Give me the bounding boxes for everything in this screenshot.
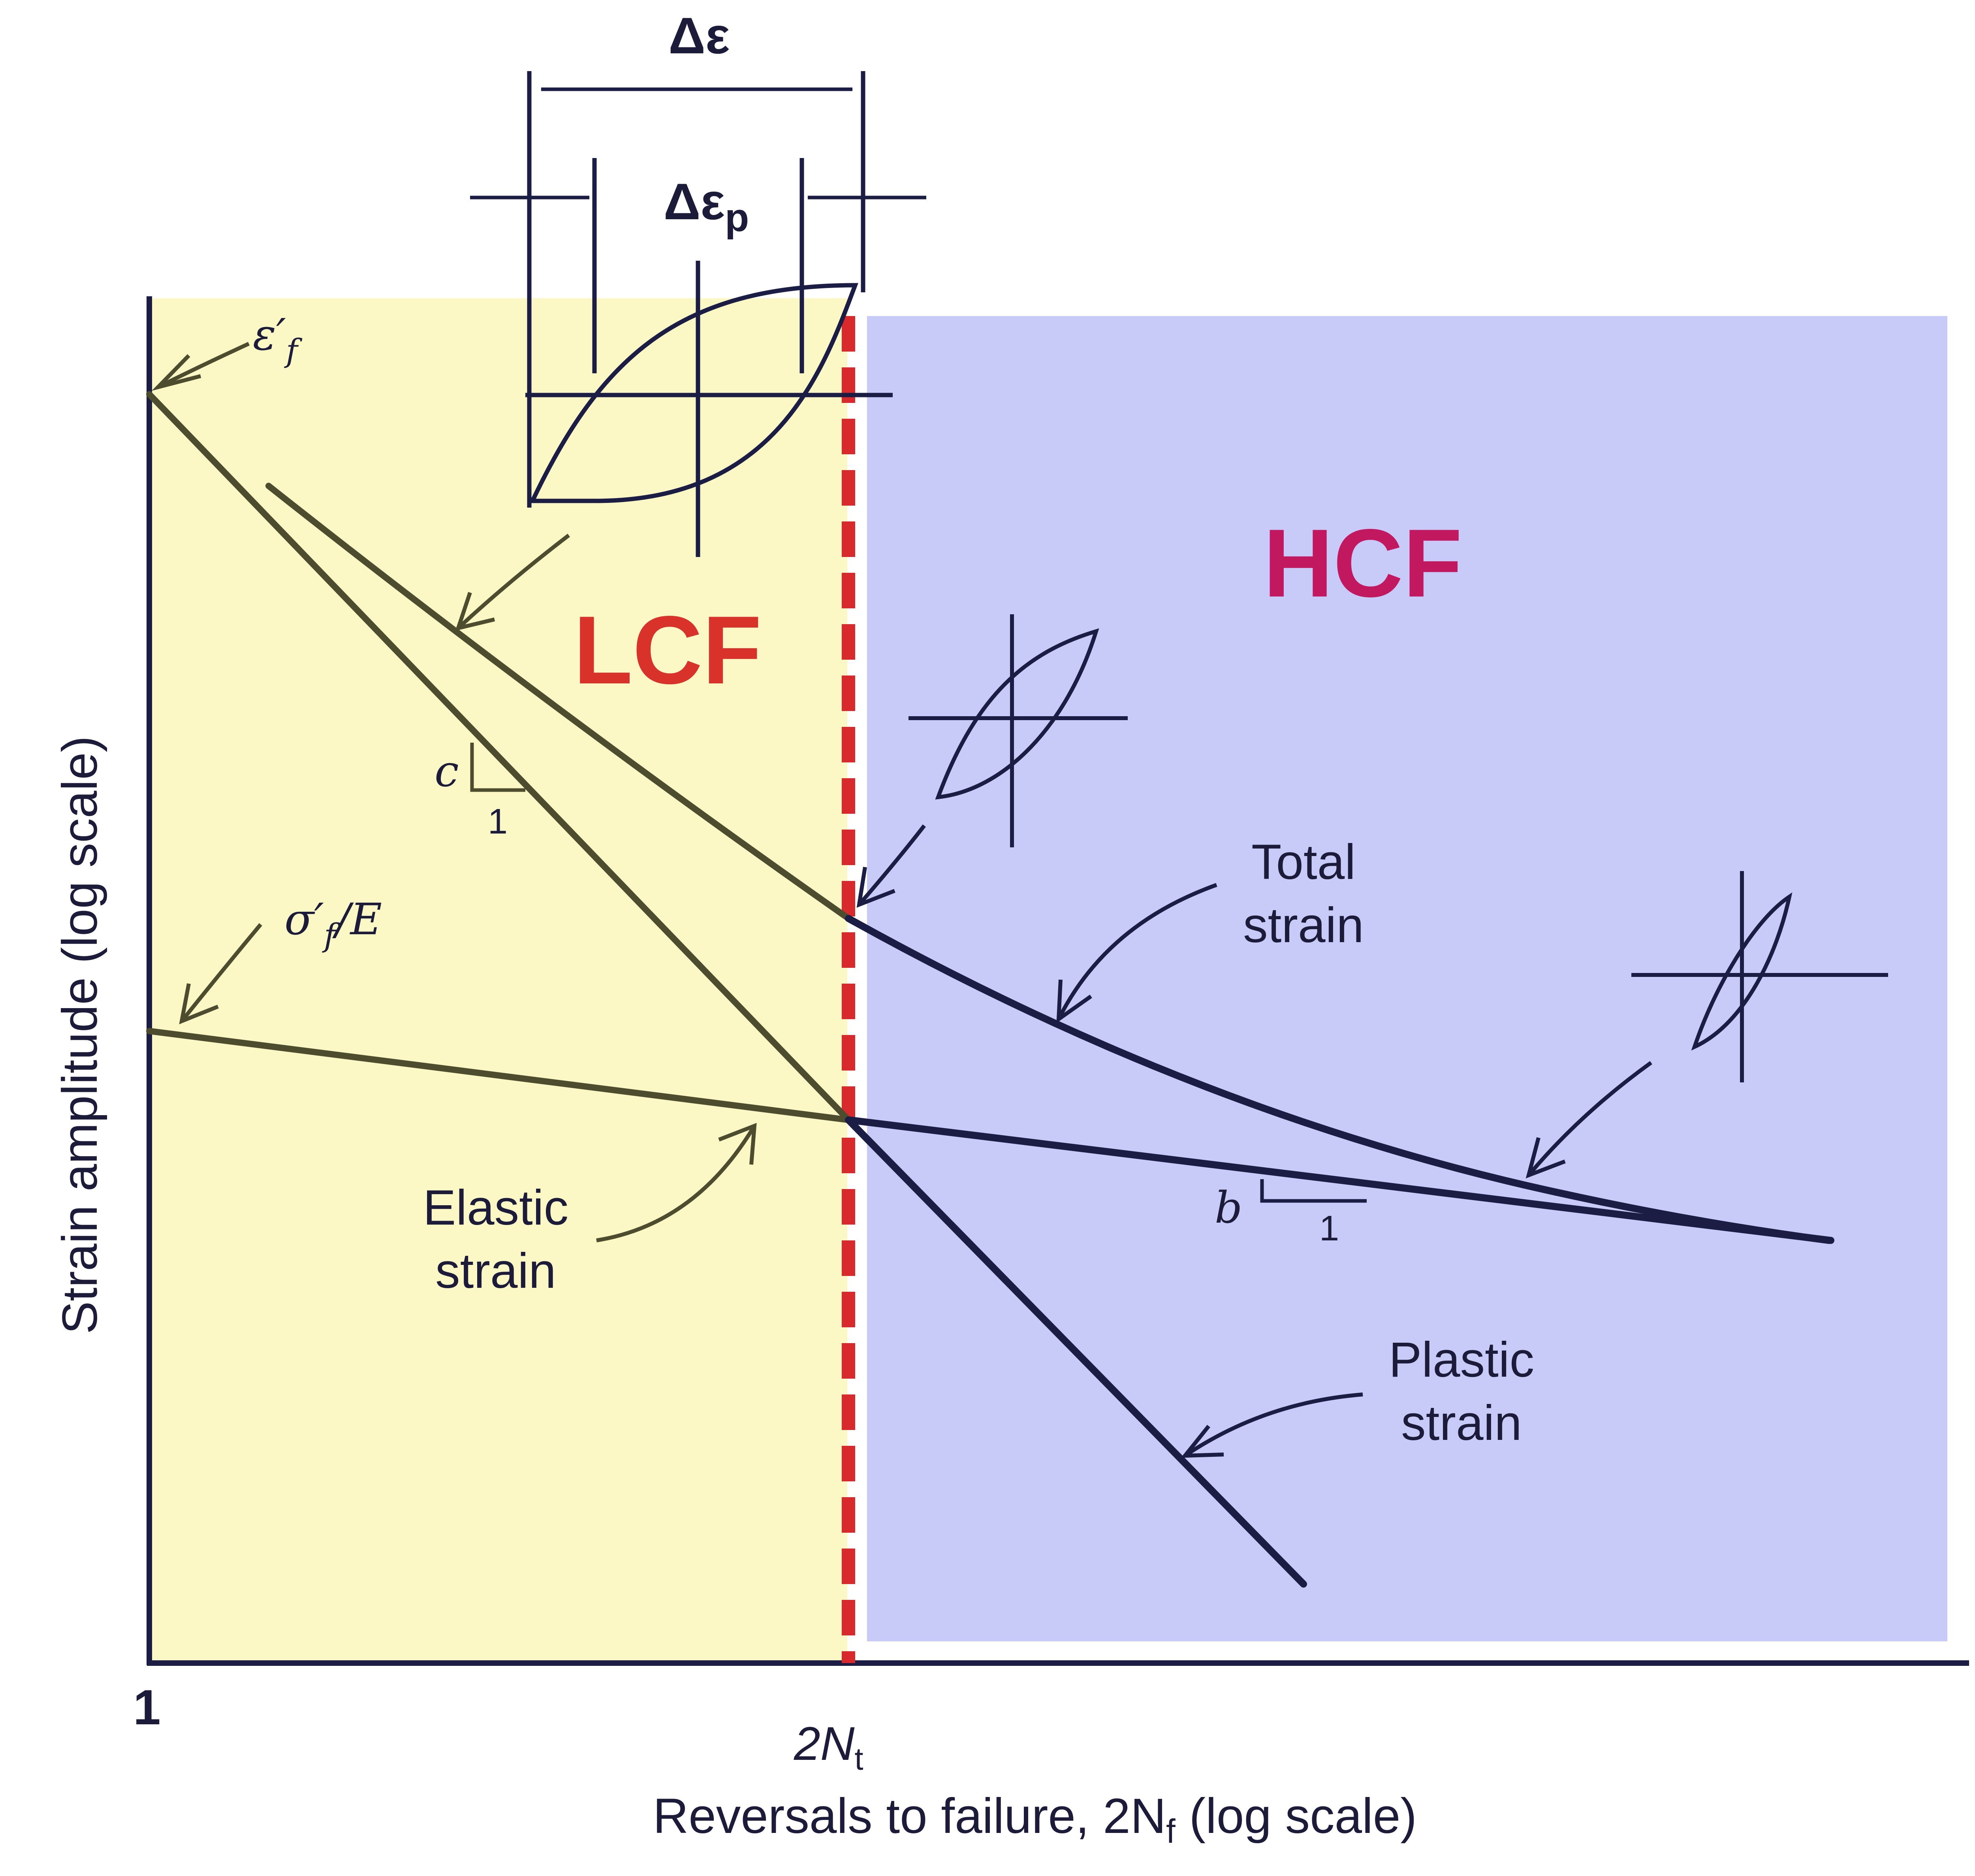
hcf-region: [867, 316, 1947, 1641]
elastic-strain-line-hcf: [845, 1116, 1834, 1244]
elastic-strain-line-lcf: [146, 1028, 852, 1123]
arrow-icon: [1056, 979, 1092, 1024]
delta-eps-p-main: Δε: [664, 173, 725, 230]
arrow-icon: [151, 354, 201, 391]
plastic-strain-line1: Plastic: [1389, 1332, 1534, 1387]
lcf-label: LCF: [574, 596, 762, 704]
arrow-icon: [856, 867, 895, 908]
plastic-strain-line-lcf: [146, 391, 852, 1123]
total-strain-label: Total strain: [1243, 835, 1364, 953]
plastic-strain-line-hcf: [845, 1116, 1307, 1588]
sigma-f-label: σ′f/E: [284, 894, 382, 954]
slope-c-run-label: 1: [488, 802, 508, 841]
elastic-strain-label: Elastic strain: [423, 1180, 568, 1298]
elastic-strain-line1: Elastic: [423, 1180, 568, 1235]
sigma-f-main: σ′: [284, 894, 324, 945]
delta-eps-p-sub: p: [725, 196, 749, 240]
hysteresis-loop-medium-icon: [908, 614, 1128, 847]
slope-b-triangle: [1260, 1179, 1367, 1203]
arrow-icon: [455, 592, 495, 631]
arrow-icon: [858, 824, 926, 906]
elastic-strain-line2: strain: [435, 1244, 556, 1298]
slope-c-label: c: [434, 746, 459, 796]
plastic-strain-label: Plastic strain: [1389, 1332, 1534, 1451]
plastic-strain-line2: strain: [1401, 1396, 1522, 1451]
total-strain-curve-lcf: [265, 483, 852, 922]
arrow-icon: [1181, 1424, 1224, 1458]
hysteresis-loop-small-icon: [1631, 871, 1888, 1082]
x-axis-title-a: Reversals to failure, 2N: [653, 1789, 1166, 1844]
x-axis-title-b: (log scale): [1176, 1789, 1417, 1844]
total-strain-line2: strain: [1243, 898, 1364, 953]
hysteresis-loop-large-icon: [525, 71, 893, 557]
arrow-icon: [180, 923, 262, 1023]
x-tick-transition: 2Nt: [794, 1717, 863, 1776]
hcf-label: HCF: [1263, 509, 1462, 617]
eps-f-main: ε′: [253, 309, 286, 360]
arrow-icon: [1057, 883, 1217, 1020]
arrow-icon: [1527, 1061, 1652, 1177]
slope-c-triangle: [470, 743, 525, 792]
arrow-icon: [718, 1123, 757, 1165]
slope-b-label: b: [1215, 1182, 1242, 1233]
arrow-icon: [457, 534, 570, 630]
total-strain-curve-hcf: [845, 915, 1832, 1244]
slope-b-run-label: 1: [1319, 1209, 1339, 1248]
arrow-icon: [157, 342, 250, 389]
sigma-f-rest: /E: [332, 894, 382, 945]
x-axis-title: Reversals to failure, 2Nf (log scale): [653, 1789, 1417, 1850]
x-tick-transition-sub: t: [854, 1741, 863, 1776]
x-tick-origin: 1: [133, 1680, 161, 1735]
total-strain-line1: Total: [1251, 835, 1356, 890]
lcf-region: [148, 298, 847, 1663]
delta-eps-label: Δε: [668, 7, 730, 64]
arrow-icon: [179, 983, 219, 1025]
x-axis-title-sub: f: [1166, 1813, 1176, 1850]
delta-eps-p-label: Δεp: [664, 173, 749, 240]
arrow-icon: [1525, 1137, 1566, 1179]
y-axis-title: Strain amplitude (log scale): [53, 736, 107, 1334]
x-tick-transition-main: 2N: [794, 1717, 855, 1770]
arrow-icon: [596, 1125, 756, 1242]
arrow-icon: [1184, 1392, 1363, 1458]
